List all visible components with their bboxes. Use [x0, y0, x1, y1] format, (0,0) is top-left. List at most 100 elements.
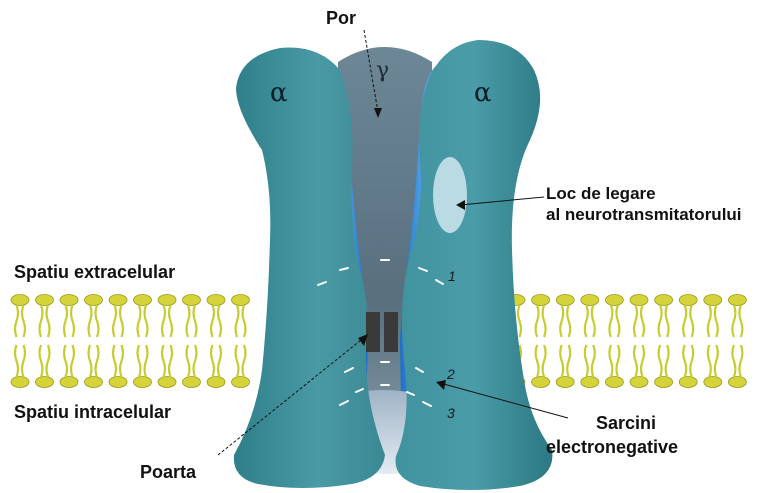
lipid-head: [85, 295, 103, 306]
lipid-head: [60, 377, 78, 388]
alpha-right-label: α: [474, 78, 492, 108]
lipid-tail: [739, 305, 742, 337]
lipid-tail: [739, 345, 742, 377]
lipid-tail: [585, 305, 588, 337]
lipid-tail: [732, 345, 735, 377]
lipid-tail: [567, 345, 570, 377]
lipid-tail: [560, 305, 563, 337]
lipid-head: [207, 377, 225, 388]
gamma-label: γ: [376, 58, 389, 83]
binding-site: [433, 157, 467, 233]
lipid-tail: [609, 345, 612, 377]
lipid-head: [183, 377, 201, 388]
lipid-head: [36, 295, 54, 306]
lipid-tail: [659, 345, 662, 377]
lipid-head: [158, 295, 176, 306]
lipid-tail: [243, 345, 246, 377]
pore-label: Por: [326, 8, 356, 29]
gate-right-block: [384, 312, 398, 352]
lipid-tail: [162, 345, 165, 377]
lipid-tail: [715, 305, 718, 337]
lipid-tail: [47, 345, 50, 377]
lipid-head: [183, 295, 201, 306]
lipid-head: [581, 295, 599, 306]
lipid-tail: [616, 305, 619, 337]
lipid-head: [532, 295, 550, 306]
lipid-head: [134, 295, 152, 306]
lipid-tail: [683, 345, 686, 377]
ring-3-label: 3: [447, 405, 455, 421]
lipid-tail: [120, 305, 123, 337]
binding-site-label-line1: Loc de legare: [546, 184, 656, 204]
lipid-head: [36, 377, 54, 388]
charges-label-line2: electronegative: [546, 437, 678, 458]
lipid-tail: [218, 305, 221, 337]
lipid-tail: [690, 305, 693, 337]
lipid-tail: [634, 305, 637, 337]
lipid-head: [655, 295, 673, 306]
lipid-head: [704, 295, 722, 306]
lipid-tail: [120, 345, 123, 377]
membrane-left: [11, 295, 250, 388]
lipid-tail: [708, 305, 711, 337]
lipid-tail: [187, 305, 190, 337]
lipid-head: [679, 295, 697, 306]
lipid-tail: [708, 345, 711, 377]
lipid-tail: [138, 305, 141, 337]
lipid-head: [704, 377, 722, 388]
lipid-head: [11, 295, 29, 306]
lipid-head: [728, 295, 746, 306]
ring-2-label: 2: [447, 366, 455, 382]
lipid-tail: [47, 305, 50, 337]
lipid-tail: [194, 305, 197, 337]
lipid-head: [679, 377, 697, 388]
lipid-tail: [236, 305, 239, 337]
lipid-head: [232, 295, 250, 306]
gate-label: Poarta: [140, 462, 196, 483]
lipid-tail: [96, 305, 99, 337]
lipid-tail: [145, 345, 148, 377]
lipid-head: [630, 295, 648, 306]
lipid-tail: [194, 345, 197, 377]
alpha-left-label: α: [270, 78, 288, 108]
lipid-head: [556, 295, 574, 306]
lipid-head: [232, 377, 250, 388]
lipid-tail: [71, 305, 74, 337]
lipid-tail: [641, 305, 644, 337]
lipid-head: [581, 377, 599, 388]
lipid-tail: [169, 305, 172, 337]
lipid-tail: [732, 305, 735, 337]
lipid-tail: [113, 305, 116, 337]
lipid-tail: [641, 345, 644, 377]
lipid-tail: [560, 345, 563, 377]
lipid-tail: [187, 345, 190, 377]
lipid-tail: [15, 345, 18, 377]
lipid-head: [605, 295, 623, 306]
lipid-head: [11, 377, 29, 388]
lipid-tail: [162, 305, 165, 337]
intracellular-label: Spatiu intracelular: [14, 402, 171, 423]
lipid-tail: [22, 305, 25, 337]
lipid-head: [60, 295, 78, 306]
extracellular-label: Spatiu extracelular: [14, 262, 175, 283]
lipid-tail: [138, 345, 141, 377]
lipid-tail: [592, 305, 595, 337]
lipid-tail: [64, 345, 67, 377]
lipid-tail: [536, 305, 539, 337]
lipid-head: [655, 377, 673, 388]
lipid-tail: [585, 345, 588, 377]
lipid-tail: [690, 345, 693, 377]
lipid-tail: [113, 345, 116, 377]
lipid-tail: [236, 345, 239, 377]
lipid-tail: [609, 305, 612, 337]
lipid-tail: [40, 345, 43, 377]
lipid-head: [109, 377, 127, 388]
lipid-tail: [666, 305, 669, 337]
gate-left-block: [366, 312, 380, 352]
membrane-right: [507, 295, 746, 388]
lipid-head: [134, 377, 152, 388]
lipid-tail: [96, 345, 99, 377]
lipid-tail: [71, 345, 74, 377]
lipid-head: [532, 377, 550, 388]
lipid-tail: [543, 345, 546, 377]
